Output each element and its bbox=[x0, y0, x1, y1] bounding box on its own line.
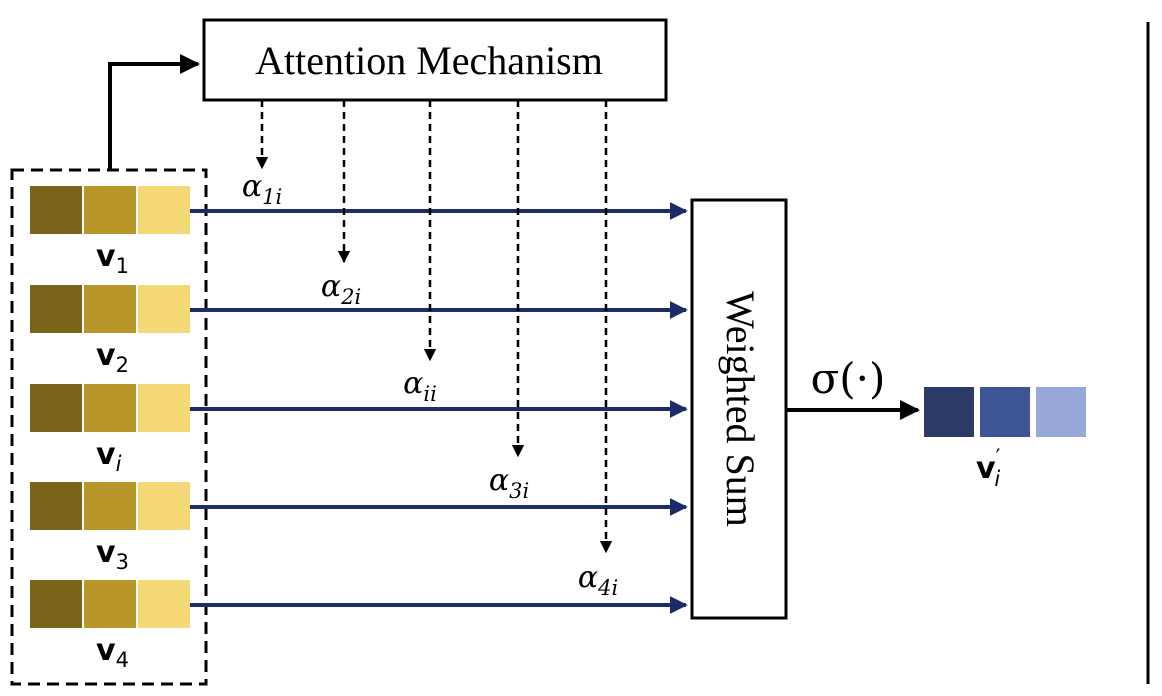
input-cell bbox=[30, 384, 82, 432]
input-cell bbox=[84, 384, 136, 432]
input-vector-3: vi bbox=[30, 384, 190, 476]
output-vector-label: v′i bbox=[976, 445, 1001, 491]
input-vector-label: v2 bbox=[96, 338, 129, 377]
output-cell bbox=[1036, 387, 1086, 437]
attention-weight-label: α1i bbox=[242, 169, 282, 209]
output-cell bbox=[980, 387, 1030, 437]
input-cell bbox=[30, 285, 82, 333]
input-cell bbox=[84, 285, 136, 333]
input-cell bbox=[30, 482, 82, 530]
weighted-sum-box bbox=[690, 198, 788, 620]
input-vector-5: v4 bbox=[30, 580, 190, 672]
input-cell bbox=[138, 482, 190, 530]
attention-mechanism-label: Attention Mechanism bbox=[255, 38, 603, 83]
input-cell bbox=[84, 186, 136, 234]
attention-weight-label: α4i bbox=[578, 560, 618, 600]
input-vector-1: v1 bbox=[30, 186, 190, 278]
input-vector-label: v3 bbox=[96, 535, 129, 574]
input-vectors: v1 v2 vi v3 v4 bbox=[30, 186, 688, 672]
weighted-sum-label: Weighted Sum bbox=[718, 291, 763, 527]
output-vector: v′i bbox=[924, 387, 1086, 491]
input-vector-label: v4 bbox=[96, 633, 129, 672]
input-cell bbox=[84, 580, 136, 628]
input-vector-label: v1 bbox=[96, 239, 129, 278]
input-cell bbox=[138, 384, 190, 432]
input-vector-label: vi bbox=[96, 437, 122, 476]
activation-label: σ(·) bbox=[811, 354, 886, 403]
input-cell bbox=[138, 285, 190, 333]
input-cell bbox=[138, 186, 190, 234]
output-cell bbox=[924, 387, 974, 437]
attention-weight-label: α3i bbox=[489, 463, 529, 503]
attention-weight-arrows: α1i α2i αii α3i α4i bbox=[242, 100, 618, 600]
input-cell bbox=[30, 580, 82, 628]
input-to-attention-arrow bbox=[108, 54, 200, 170]
input-vector-2: v2 bbox=[30, 285, 190, 377]
input-vector-4: v3 bbox=[30, 482, 190, 574]
attention-mechanism-box bbox=[202, 18, 668, 102]
input-cell bbox=[30, 186, 82, 234]
input-cell bbox=[138, 580, 190, 628]
input-cell bbox=[84, 482, 136, 530]
attention-weight-label: α2i bbox=[321, 269, 361, 309]
attention-weight-label: αii bbox=[403, 366, 437, 406]
